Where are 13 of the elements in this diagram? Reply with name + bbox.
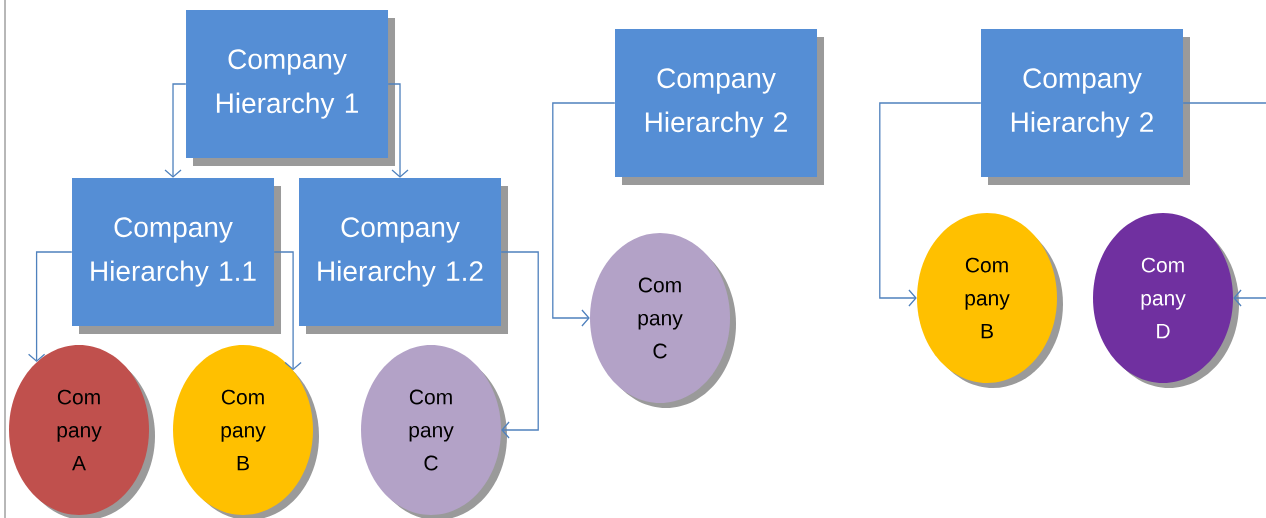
arrow — [1182, 102, 1266, 307]
arrow — [552, 102, 616, 327]
arrow — [500, 251, 539, 439]
arrow — [27, 251, 73, 363]
arrow — [387, 83, 409, 178]
hierarchy-box: Company Hierarchy 1.2 — [299, 178, 508, 334]
hierarchy-box: Company Hierarchy 2 — [981, 29, 1190, 185]
hierarchy-box: Company Hierarchy 1.1 — [72, 178, 281, 334]
arrow — [879, 102, 982, 307]
hierarchy-box: Company Hierarchy 2 — [615, 29, 824, 185]
arrow — [273, 251, 302, 371]
arrow — [164, 83, 187, 178]
hierarchy-box: Company Hierarchy 1 — [186, 10, 395, 166]
